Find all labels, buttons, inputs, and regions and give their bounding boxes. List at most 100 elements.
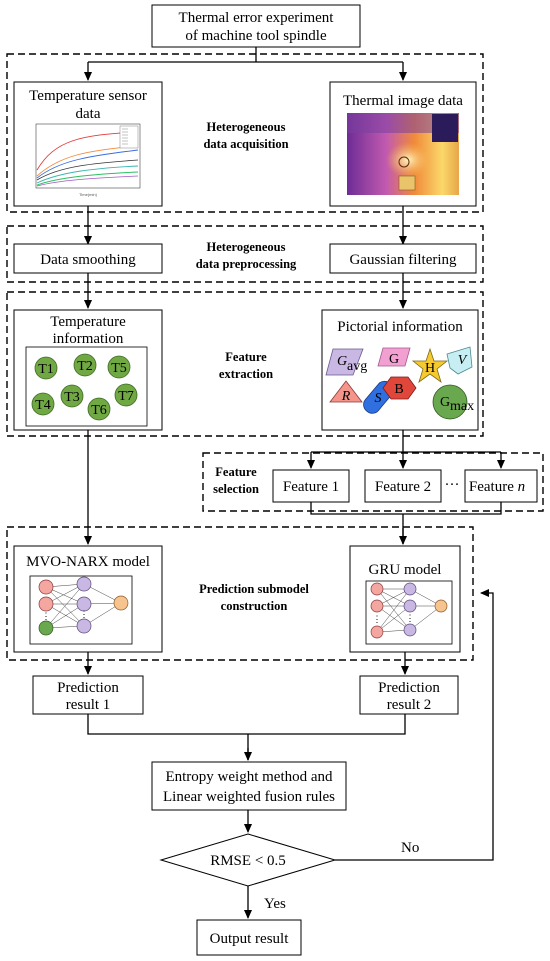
selection-label-line2: selection: [213, 482, 259, 496]
b-label: B: [394, 382, 403, 397]
s-label: S: [375, 391, 382, 406]
v-label: V: [458, 353, 468, 368]
sensor-t2-label: T2: [77, 359, 93, 374]
mvo-narx-network: ⋮ ⋮: [29, 575, 133, 645]
connector: [311, 430, 501, 453]
h-label: H: [425, 361, 435, 376]
prediction-result-1-line2: result 1: [66, 697, 111, 713]
feature-n-box: [464, 469, 538, 503]
thermal-image: [347, 113, 459, 195]
extraction-label-line2: extraction: [219, 367, 273, 381]
output-node: [113, 595, 129, 611]
input-node: [370, 582, 384, 596]
sensor-t4-label: T4: [35, 398, 51, 413]
fusion-line2: Linear weighted fusion rules: [163, 789, 335, 805]
sensor-data-line2: data: [76, 106, 101, 122]
no-label: No: [401, 840, 419, 856]
sensor-t6-label: T6: [91, 403, 107, 418]
sensor-t1: [34, 356, 58, 380]
experiment-line2: of machine tool spindle: [185, 28, 327, 44]
preprocessing-label-line1: Heterogeneous: [207, 240, 286, 254]
vertical-ellipsis: ⋮: [373, 614, 382, 624]
input-node: [38, 596, 54, 612]
g-avg-label: G: [337, 354, 347, 369]
data-smoothing-label: Data smoothing: [40, 252, 136, 268]
sensor-t5: [107, 355, 131, 379]
r-triangle-shape: [329, 380, 363, 403]
vertical-ellipsis: ⋮: [42, 611, 51, 621]
r-label: R: [341, 389, 351, 404]
fusion-line1: Entropy weight method and: [165, 769, 333, 785]
feature-2-box: [364, 469, 442, 503]
acquisition-label-line2: data acquisition: [203, 137, 288, 151]
gru-network: ⋮ ⋮: [365, 580, 453, 645]
prediction-result-2-box: [359, 675, 459, 715]
g-shape: [377, 347, 411, 367]
temperature-info-line2: information: [53, 331, 124, 347]
fusion-box: [151, 761, 347, 811]
image-data-title: Thermal image data: [343, 93, 463, 109]
extraction-label-line1: Feature: [225, 350, 267, 364]
gaussian-filtering-label: Gaussian filtering: [349, 252, 457, 268]
mvo-narx-title: MVO-NARX model: [26, 554, 150, 570]
hidden-node: [403, 599, 417, 613]
feature-2-label: Feature 2: [375, 479, 431, 495]
prediction-result-1-box: [32, 675, 144, 715]
experiment-box: [151, 4, 361, 48]
output-result-label: Output result: [210, 931, 290, 947]
temperature-info-line1: Temperature: [50, 314, 126, 330]
g-max-label: G: [440, 395, 450, 410]
acquisition-group: [6, 53, 484, 213]
prediction-submodel-group: [6, 526, 474, 661]
g-max-subscript: max: [450, 399, 474, 414]
gru-title: GRU model: [369, 562, 442, 578]
prediction-result-2-line1: Prediction: [378, 680, 440, 696]
no-feedback-arrow: [335, 589, 494, 861]
feature-selection-group: [202, 452, 544, 512]
sensor-t1-label: T1: [38, 362, 54, 377]
sensor-t3-label: T3: [64, 390, 80, 405]
sensor-t4: [31, 392, 55, 416]
input-node: [370, 599, 384, 613]
g-label: G: [389, 352, 399, 367]
temperature-plot-image: Time(min): [35, 123, 141, 197]
prediction-result-2-line2: result 2: [387, 697, 432, 713]
feature-n-label: Feature n: [469, 479, 525, 495]
feature-ellipsis: ···: [445, 477, 460, 493]
hidden-node: [76, 618, 92, 634]
pictorial-shapes: G avg G H V R S B G max: [325, 346, 474, 420]
experiment-line1: Thermal error experiment: [179, 10, 335, 26]
feature-extraction-group: [6, 291, 484, 437]
sensor-nodes: T1 T2 T5 T4 T3 T7 T6: [31, 353, 138, 421]
sensor-t7: [114, 383, 138, 407]
hidden-node: [403, 582, 417, 596]
submodel-label-line1: Prediction submodel: [199, 582, 309, 596]
preprocessing-group: [6, 225, 484, 283]
sensor-t5-label: T5: [111, 361, 127, 376]
input-node: [38, 579, 54, 595]
sensor-data-line1: Temperature sensor: [29, 88, 147, 104]
output-node: [434, 599, 448, 613]
input-node: [370, 625, 384, 639]
g-avg-shape: [325, 348, 364, 376]
h-star-shape: [411, 347, 449, 384]
vertical-ellipsis: ⋮: [80, 609, 89, 619]
g-avg-subscript: avg: [347, 359, 367, 374]
rmse-decision-label: RMSE < 0.5: [210, 853, 286, 869]
feature-1-label: Feature 1: [283, 479, 339, 495]
sensor-t7-label: T7: [118, 389, 134, 404]
sensor-t2: [73, 353, 97, 377]
hidden-node: [76, 576, 92, 592]
g-max-circle-shape: [432, 384, 468, 420]
connector: [88, 47, 403, 63]
submodel-label-line2: construction: [221, 599, 288, 613]
gaussian-filtering-box: [329, 243, 477, 274]
vertical-ellipsis: ⋮: [406, 613, 415, 623]
v-shape: [446, 346, 473, 375]
hidden-node: [403, 623, 417, 637]
output-result-box: [196, 919, 302, 956]
preprocessing-label-line2: data preprocessing: [196, 257, 297, 271]
prediction-result-1-line1: Prediction: [57, 680, 119, 696]
